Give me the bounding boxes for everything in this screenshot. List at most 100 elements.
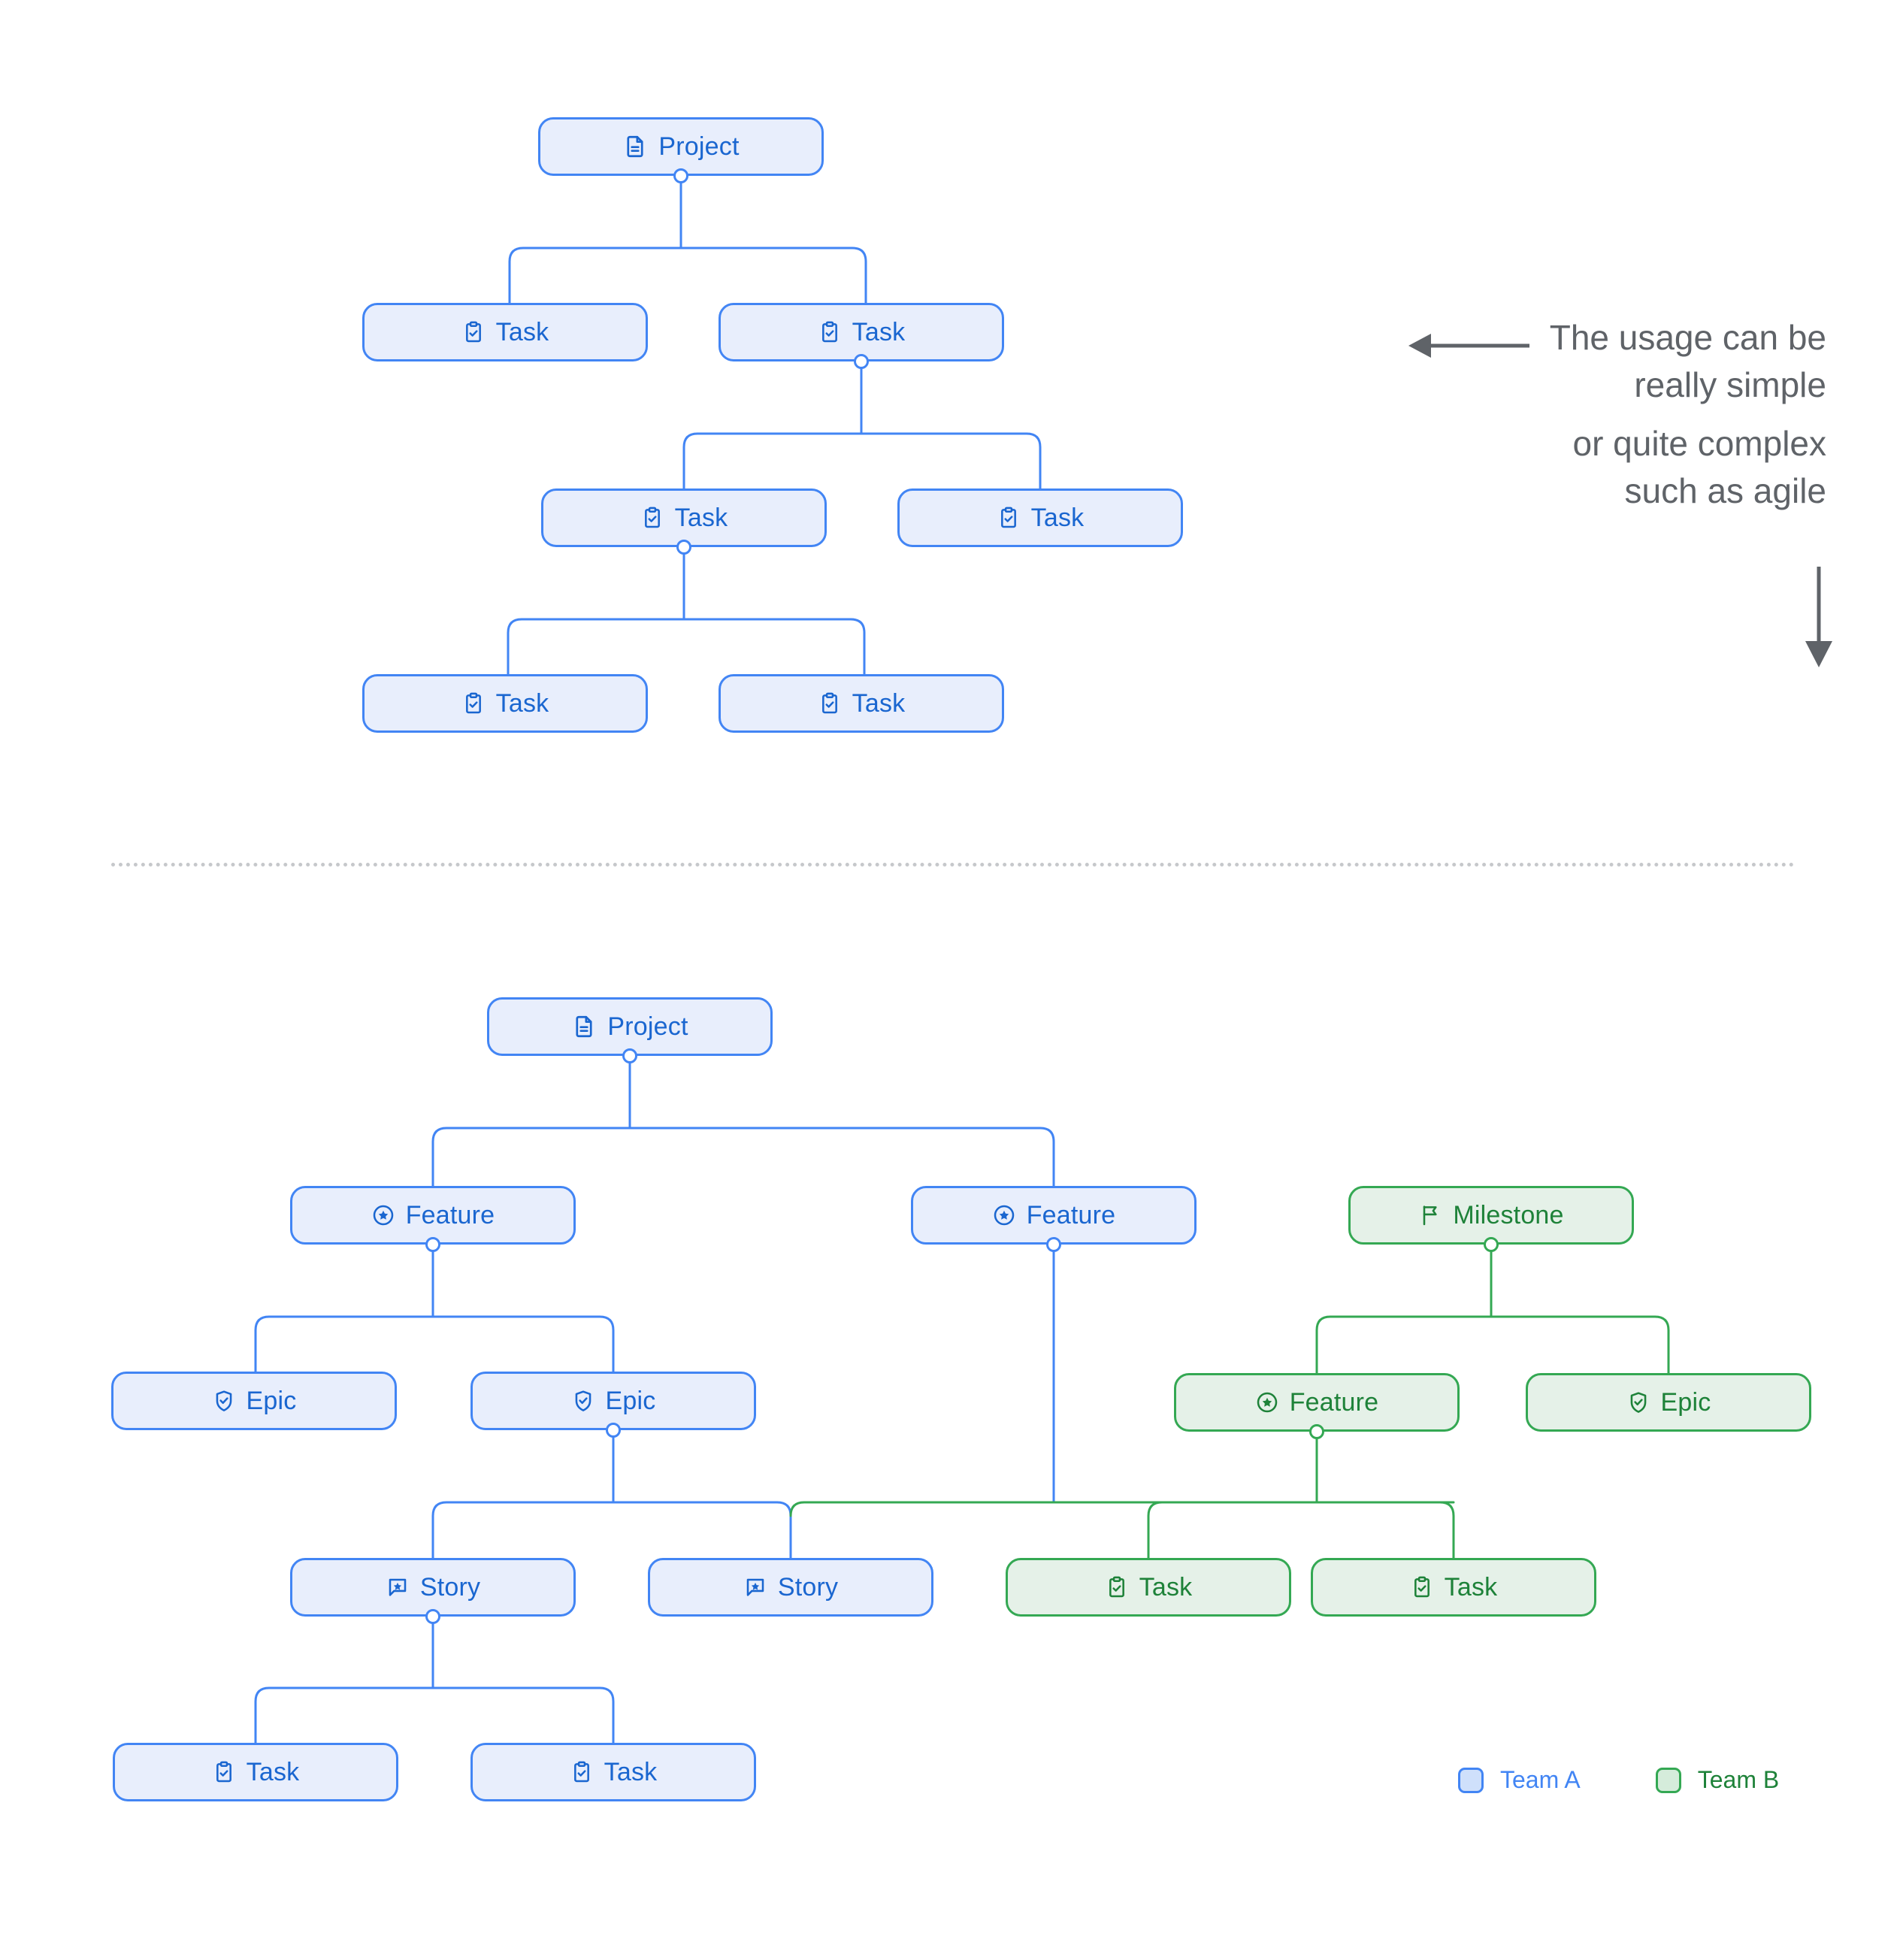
annotation-line-1: The usage can be: [1549, 318, 1826, 357]
node-s-task-4[interactable]: Task: [897, 488, 1183, 547]
node-label: Task: [674, 504, 728, 532]
node-a-epic-3[interactable]: Epic: [1526, 1373, 1811, 1432]
clipboard-check-icon: [570, 1760, 594, 1784]
node-label: Story: [419, 1573, 481, 1602]
node-s-task-3[interactable]: Task: [541, 488, 827, 547]
star-circle-icon: [1255, 1390, 1279, 1414]
annotation-text-block: The usage can be really simple or quite …: [1473, 314, 1826, 514]
comment-star-icon: [386, 1575, 410, 1599]
annotation-line-4: such as agile: [1624, 470, 1827, 510]
square-swatch-green-icon: [1655, 1767, 1681, 1793]
node-a-epic-1[interactable]: Epic: [111, 1372, 397, 1430]
node-s-task-5[interactable]: Task: [362, 674, 648, 733]
legend-label-team-b: Team B: [1697, 1766, 1780, 1793]
connectors-team-a: [254, 182, 1055, 1744]
collapse-toggle-tree_agile-6[interactable]: [425, 1609, 440, 1624]
shield-check-icon: [571, 1389, 595, 1413]
node-label: Task: [1030, 504, 1085, 532]
node-label: Project: [658, 132, 740, 161]
node-label: Task: [604, 1758, 658, 1786]
wire-project-rail: [508, 247, 867, 304]
node-s-task-2[interactable]: Task: [719, 303, 1004, 361]
node-a-feature-1[interactable]: Feature: [290, 1186, 576, 1245]
node-a-story-1[interactable]: Story: [290, 1558, 576, 1617]
node-label: Feature: [405, 1201, 495, 1230]
collapse-toggle-tree_agile-1[interactable]: [425, 1237, 440, 1252]
node-label: Task: [495, 689, 549, 718]
arrow-down-icon: [1805, 567, 1832, 667]
clipboard-check-icon: [640, 506, 664, 530]
node-a-task-b1[interactable]: Task: [113, 1743, 398, 1801]
legend: Team A Team B: [1458, 1766, 1779, 1794]
legend-label-team-a: Team A: [1500, 1766, 1581, 1793]
clipboard-check-icon: [1410, 1575, 1434, 1599]
collapse-toggle-tree_simple-0[interactable]: [673, 168, 688, 183]
star-circle-icon: [371, 1203, 395, 1227]
wire-a-project-rail: [431, 1127, 1055, 1187]
node-label: Feature: [1026, 1201, 1116, 1230]
node-s-task-6[interactable]: Task: [719, 674, 1004, 733]
clipboard-check-icon: [461, 320, 486, 344]
collapse-toggle-tree_agile-3[interactable]: [1484, 1237, 1499, 1252]
node-a-task-b2[interactable]: Task: [470, 1743, 756, 1801]
annotation-line-3: or quite complex: [1572, 424, 1827, 464]
node-label: Epic: [1660, 1388, 1711, 1417]
wire-task3-rail: [507, 618, 866, 676]
collapse-toggle-tree_agile-2[interactable]: [1046, 1237, 1061, 1252]
clipboard-check-icon: [1105, 1575, 1129, 1599]
node-label: Task: [246, 1758, 300, 1786]
document-icon: [622, 134, 648, 159]
node-s-project[interactable]: Project: [538, 117, 824, 176]
node-label: Task: [852, 689, 906, 718]
node-a-feature-2[interactable]: Feature: [911, 1186, 1197, 1245]
square-swatch-blue-icon: [1458, 1767, 1484, 1793]
wire-green-crossteam-rail: [789, 1501, 1455, 1517]
wire-a-story1-rail: [254, 1686, 615, 1744]
node-a-task-g1[interactable]: Task: [1006, 1558, 1291, 1617]
arrow-left-icon: [1408, 334, 1529, 358]
wire-a-feature1-rail: [254, 1315, 615, 1373]
node-a-feature-3[interactable]: Feature: [1174, 1373, 1460, 1432]
clipboard-check-icon: [461, 691, 486, 715]
document-icon: [571, 1014, 597, 1039]
node-label: Milestone: [1453, 1201, 1564, 1230]
wire-task2-rail: [682, 432, 1042, 490]
section-divider: [111, 863, 1795, 867]
annotation-spacer: [1473, 408, 1826, 420]
node-label: Task: [1139, 1573, 1193, 1602]
legend-item-team-b[interactable]: Team B: [1655, 1766, 1780, 1794]
wire-a-epic2-rail: [431, 1501, 792, 1559]
comment-star-icon: [743, 1575, 767, 1599]
shield-check-icon: [212, 1389, 236, 1413]
node-a-story-2[interactable]: Story: [648, 1558, 933, 1617]
node-label: Task: [495, 318, 549, 346]
legend-item-team-a[interactable]: Team A: [1458, 1766, 1581, 1794]
clipboard-check-icon: [997, 506, 1021, 530]
node-label: Task: [1444, 1573, 1498, 1602]
node-label: Epic: [605, 1387, 656, 1415]
collapse-toggle-tree_agile-5[interactable]: [1309, 1424, 1324, 1439]
collapse-toggle-tree_simple-2[interactable]: [676, 540, 691, 555]
wire-a-feature3-rail: [1147, 1501, 1455, 1559]
node-label: Feature: [1289, 1388, 1379, 1417]
node-a-project[interactable]: Project: [487, 997, 773, 1056]
node-a-milestone[interactable]: Milestone: [1348, 1186, 1634, 1245]
shield-check-icon: [1626, 1390, 1650, 1414]
node-label: Story: [777, 1573, 839, 1602]
node-label: Project: [607, 1012, 688, 1041]
star-circle-icon: [992, 1203, 1016, 1227]
node-label: Epic: [246, 1387, 297, 1415]
collapse-toggle-tree_simple-1[interactable]: [854, 354, 869, 369]
wire-milestone-rail: [1315, 1315, 1670, 1375]
node-label: Task: [852, 318, 906, 346]
node-a-task-g2[interactable]: Task: [1311, 1558, 1596, 1617]
clipboard-check-icon: [212, 1760, 236, 1784]
node-s-task-1[interactable]: Task: [362, 303, 648, 361]
clipboard-check-icon: [818, 691, 842, 715]
collapse-toggle-tree_agile-4[interactable]: [606, 1423, 621, 1438]
node-a-epic-2[interactable]: Epic: [470, 1372, 756, 1430]
collapse-toggle-tree_agile-0[interactable]: [622, 1048, 637, 1063]
flag-icon: [1418, 1203, 1442, 1227]
clipboard-check-icon: [818, 320, 842, 344]
